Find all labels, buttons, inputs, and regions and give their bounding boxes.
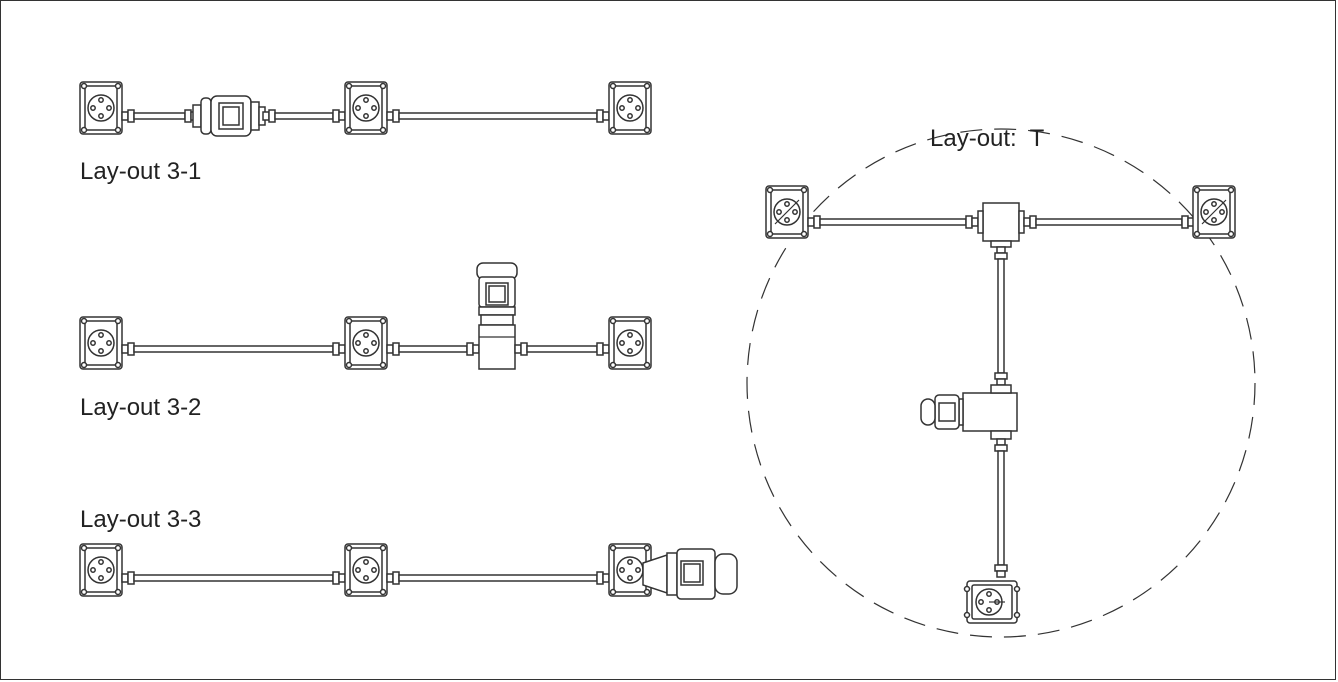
drive-shaft-icon xyxy=(386,109,610,123)
layout-3-3-label: Lay-out 3-3 xyxy=(80,506,202,533)
screw-jack-icon xyxy=(765,185,809,239)
drive-shaft-icon xyxy=(1023,215,1195,229)
drive-shaft-icon xyxy=(121,342,346,356)
layout-3-2-label: Lay-out 3-2 xyxy=(80,394,202,421)
drive-shaft-icon xyxy=(121,109,198,123)
motor-gearbox-icon xyxy=(476,262,518,370)
drive-shaft-icon xyxy=(386,571,610,585)
drive-shaft-icon xyxy=(514,342,610,356)
screw-jack-icon xyxy=(963,580,1021,624)
screw-jack-icon xyxy=(344,316,388,370)
motor-icon xyxy=(192,95,266,137)
drive-shaft-icon xyxy=(994,438,1008,578)
screw-jack-icon xyxy=(79,543,123,597)
drive-shaft-icon xyxy=(386,342,480,356)
layout-t-boundary-circle xyxy=(746,128,1256,638)
screw-jack-icon xyxy=(79,81,123,135)
screw-jack-icon xyxy=(1192,185,1236,239)
drive-shaft-icon xyxy=(994,246,1008,386)
screw-jack-icon xyxy=(608,81,652,135)
drive-shaft-icon xyxy=(807,215,979,229)
t-gearbox-icon xyxy=(977,202,1025,248)
layout-t-label: Lay-out: T xyxy=(930,125,1045,152)
drive-shaft-icon xyxy=(121,571,346,585)
screw-jack-icon xyxy=(608,316,652,370)
layout-3-1-label: Lay-out 3-1 xyxy=(80,158,202,185)
screw-jack-icon xyxy=(79,316,123,370)
motor-gearbox-icon xyxy=(920,384,1018,440)
screw-jack-icon xyxy=(344,81,388,135)
motor-gearbox-icon xyxy=(642,548,738,600)
drive-shaft-icon xyxy=(262,109,346,123)
screw-jack-icon xyxy=(344,543,388,597)
